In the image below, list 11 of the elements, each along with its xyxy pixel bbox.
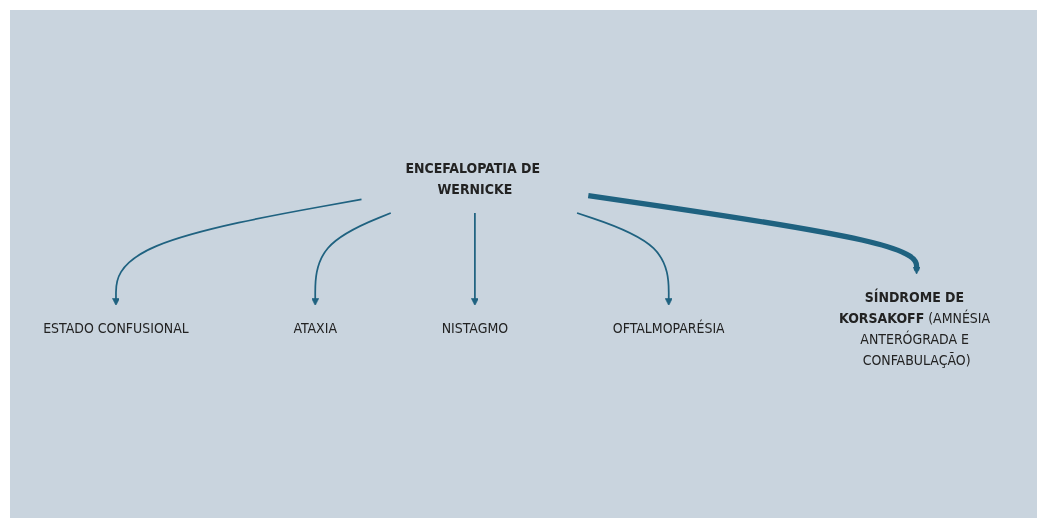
node-text: SÍNDROME DE KORSAKOFF (AMNÉSIA ANTERÓGRADA E CONFABULAÇÃO) xyxy=(839,288,991,368)
arrow xyxy=(471,211,479,306)
arrow xyxy=(112,198,363,306)
arrow xyxy=(587,192,921,274)
node-text: NISTAGMO xyxy=(441,319,509,337)
arrow xyxy=(576,211,673,306)
arrow xyxy=(311,211,392,306)
node-text: ATAXIA xyxy=(293,319,337,337)
node-text: ENCEFALOPATIA DE WERNICKE xyxy=(405,159,541,197)
node-text: ESTADO CONFUSIONAL xyxy=(43,319,189,337)
node-text: OFTALMOPARÉSIA xyxy=(612,319,725,337)
